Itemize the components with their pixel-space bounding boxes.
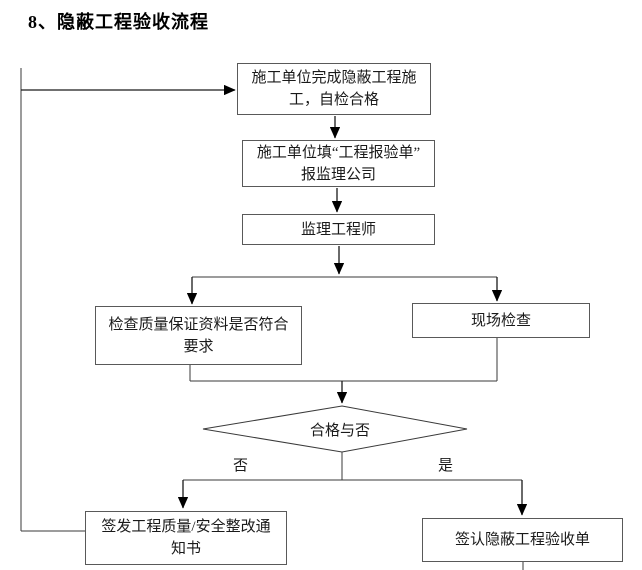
node-fill-form: 施工单位填“工程报验单” 报监理公司 [242, 140, 435, 187]
branch-label-yes: 是 [438, 458, 454, 474]
node-rectification-notice: 签发工程质量/安全整改通 知书 [85, 511, 287, 565]
page-title: 8、隐蔽工程验收流程 [28, 12, 209, 32]
decision-diamond-label: 合格与否 [309, 422, 370, 439]
node-site-inspection: 现场检查 [412, 303, 590, 338]
branch-label-no: 否 [233, 458, 249, 474]
node-sign-acceptance: 签认隐蔽工程验收单 [422, 518, 623, 562]
node-supervisor: 监理工程师 [242, 214, 435, 245]
node-doc-review: 检查质量保证资料是否符合 要求 [95, 306, 302, 365]
node-self-check: 施工单位完成隐蔽工程施 工，自检合格 [237, 63, 431, 115]
